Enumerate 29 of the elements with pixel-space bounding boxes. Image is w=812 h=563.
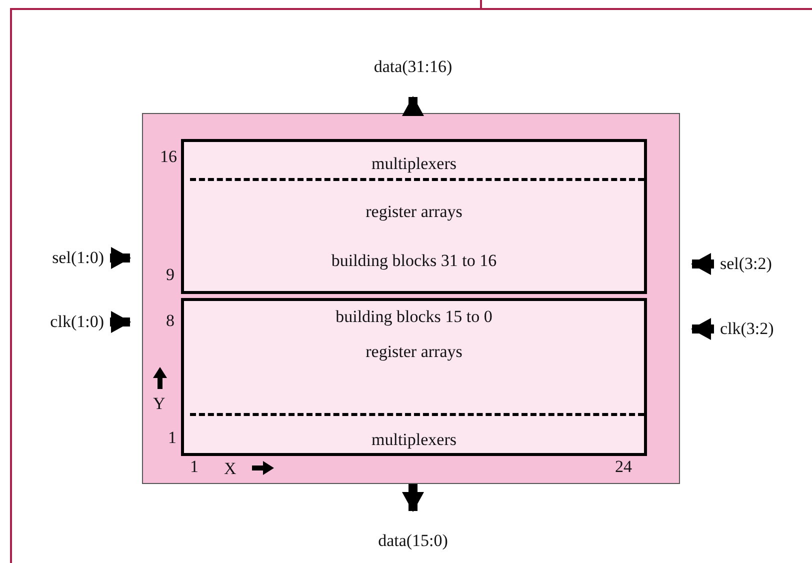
- axis-tick-label: 1: [190, 457, 198, 477]
- signal-label: data(31:16): [353, 55, 473, 79]
- block-arrow: [402, 96, 424, 116]
- signal-label: clk(1:0): [40, 310, 104, 334]
- block-arrow: [691, 318, 714, 340]
- block-arrow: [110, 311, 131, 333]
- axis-tick-label: 8: [166, 311, 174, 331]
- building-block-array: [181, 139, 647, 294]
- signal-label: data(15:0): [353, 529, 473, 553]
- block-label: multiplexers: [370, 153, 458, 175]
- block-label: building blocks 15 to 0: [334, 306, 494, 328]
- signal-label: sel(3:2): [720, 252, 790, 276]
- chip-outline: [142, 113, 680, 484]
- axis-tick-label: Y: [153, 394, 166, 414]
- axis-tick-label: 24: [615, 457, 632, 477]
- block-arrow: [402, 484, 424, 512]
- building-block-array: [181, 298, 647, 456]
- block-label: register arrays: [364, 341, 464, 363]
- block-label: building blocks 31 to 16: [330, 250, 498, 272]
- signal-label: clk(3:2): [720, 317, 790, 341]
- axis-tick-label: 9: [166, 265, 174, 285]
- signal-label: sel(1:0): [40, 246, 104, 270]
- axis-tick-label: 16: [160, 147, 177, 167]
- axis-tick-label: 1: [168, 428, 176, 448]
- axis-tick-label: X: [224, 459, 236, 479]
- block-arrow: [691, 253, 714, 275]
- block-label: register arrays: [364, 201, 464, 223]
- block-arrow: [110, 247, 131, 269]
- block-label: multiplexers: [370, 429, 458, 451]
